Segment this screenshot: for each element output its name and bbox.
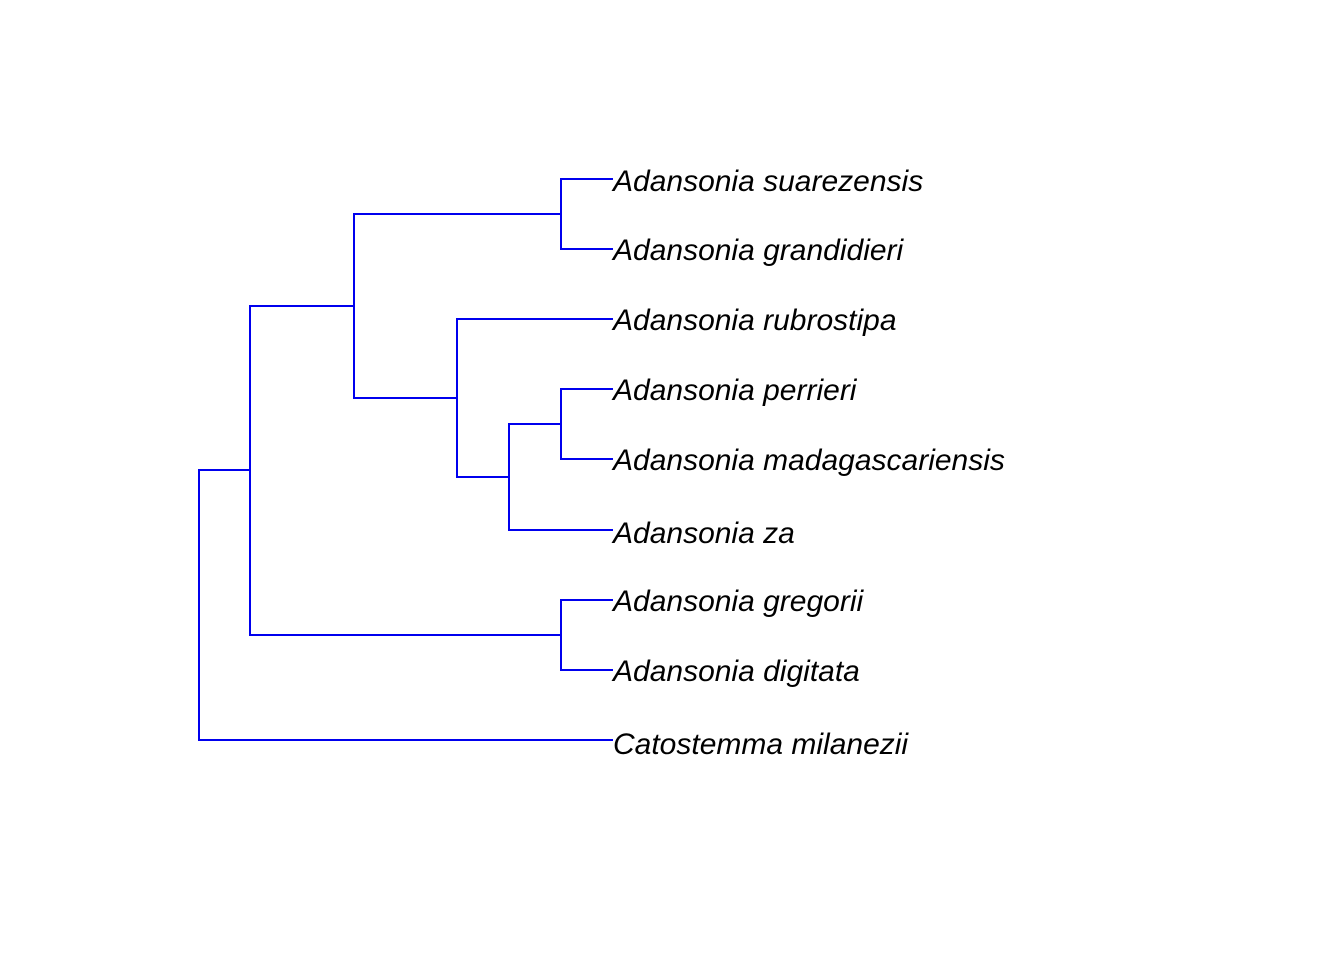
tree-branches [198, 178, 613, 741]
tip-label-adansonia-madagascariensis: Adansonia madagascariensis [611, 444, 1005, 477]
tip-label-adansonia-digitata: Adansonia digitata [611, 655, 860, 688]
tip-label-adansonia-perrieri: Adansonia perrieri [611, 374, 858, 407]
tip-label-catostemma-milanezii: Catostemma milanezii [613, 728, 909, 761]
tip-label-adansonia-rubrostipa: Adansonia rubrostipa [611, 304, 897, 337]
tip-label-adansonia-grandidieri: Adansonia grandidieri [611, 234, 905, 267]
tip-label-adansonia-za: Adansonia za [611, 517, 795, 550]
tip-label-adansonia-suarezensis: Adansonia suarezensis [611, 165, 923, 198]
tip-labels: Adansonia suarezensis Adansonia grandidi… [611, 165, 1005, 761]
tip-label-adansonia-gregorii: Adansonia gregorii [611, 585, 865, 618]
